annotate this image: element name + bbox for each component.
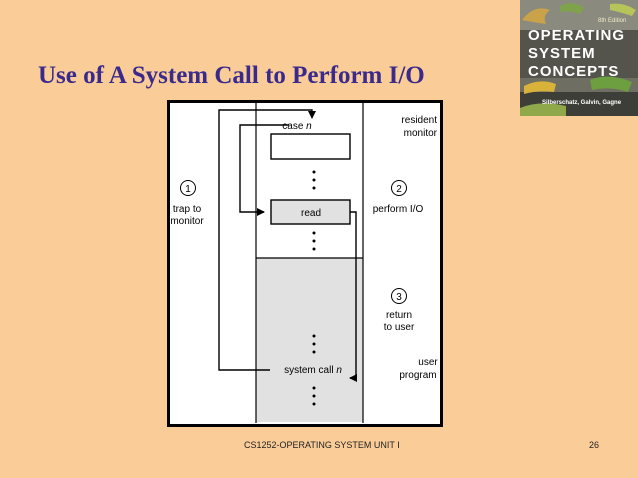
- trap-to-monitor-arrow: [218, 109, 316, 371]
- step-3-line2: to user: [384, 322, 415, 333]
- step-2-number: 2: [396, 184, 402, 195]
- resident-monitor-line2: monitor: [404, 128, 438, 139]
- system-call-n-label: system call n: [284, 365, 342, 376]
- step-1-line1: trap to: [173, 204, 202, 215]
- book-authors: Silberschatz, Galvin, Gagne: [542, 100, 622, 106]
- user-program-line1: user: [418, 357, 438, 368]
- step-3-number: 3: [396, 292, 402, 303]
- return-to-user-arrow: [349, 211, 357, 382]
- book-title-line2: SYSTEM: [528, 45, 596, 62]
- step-1-circle: [180, 180, 196, 196]
- user-program-area: [256, 258, 363, 422]
- book-title-line3: CONCEPTS: [528, 63, 620, 80]
- slide-page-number: 26: [589, 440, 600, 450]
- ellipsis-dots: [312, 170, 316, 406]
- case-n-label: case n: [282, 121, 312, 132]
- step-2-circle: [391, 180, 407, 196]
- step-3-line1: return: [386, 310, 412, 321]
- user-program-line2: program: [399, 370, 436, 381]
- step-1-number: 1: [185, 184, 191, 195]
- dinosaur-illustration-icon: [520, 3, 636, 116]
- read-label: read: [301, 208, 321, 219]
- step-3-circle: [391, 288, 407, 304]
- slide-title: Use of A System Call to Perform I/O: [38, 62, 425, 89]
- slide-footer: CS1252-OPERATING SYSTEM UNIT I: [244, 440, 400, 450]
- step-2-line1: perform I/O: [373, 204, 424, 215]
- handler-table-box: [270, 133, 351, 160]
- dispatch-to-read-arrow: [239, 124, 289, 216]
- book-title-line1: OPERATING: [528, 27, 626, 44]
- book-cover-image: 8th Edition OPERATING SYSTEM CONCEPTS Si…: [520, 0, 638, 116]
- step-1-line2: monitor: [170, 216, 204, 227]
- book-edition: 8th Edition: [598, 18, 627, 24]
- resident-monitor-line1: resident: [401, 115, 437, 126]
